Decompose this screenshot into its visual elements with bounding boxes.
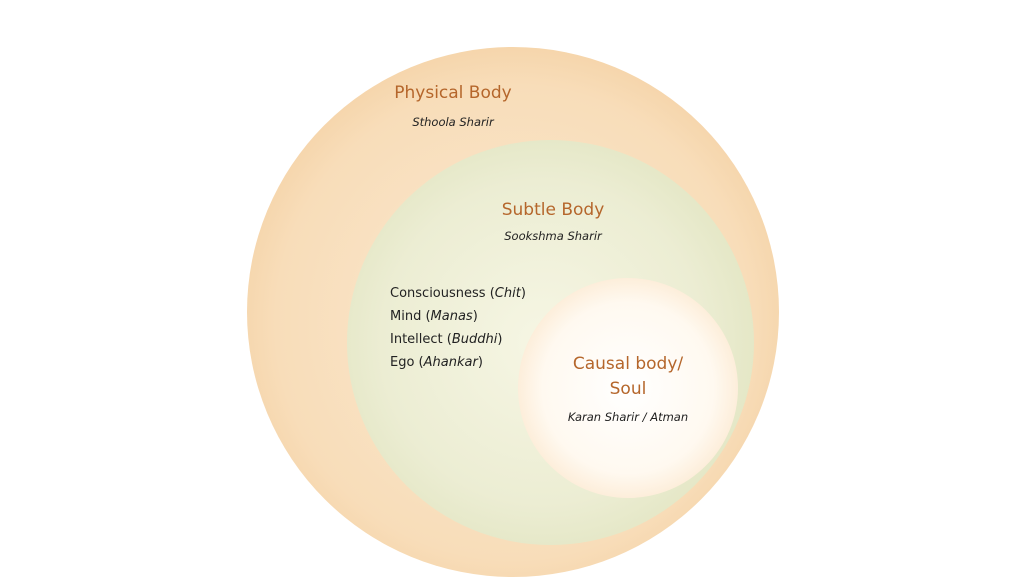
subtle-body-title: Subtle Body bbox=[501, 200, 605, 220]
causal-body-title-line2: Soul bbox=[609, 379, 647, 399]
list-item: Ego (Ahankar) bbox=[390, 355, 483, 370]
subtle-body-subtitle: Sookshma Sharir bbox=[504, 229, 602, 243]
list-item: Intellect (Buddhi) bbox=[390, 332, 503, 347]
causal-body-subtitle: Karan Sharir / Atman bbox=[567, 410, 689, 424]
list-item: Mind (Manas) bbox=[390, 309, 478, 324]
physical-body-subtitle: Sthoola Sharir bbox=[412, 115, 494, 129]
subtle-components-list: Consciousness (Chit) Mind (Manas) Intell… bbox=[390, 282, 526, 374]
causal-body-circle bbox=[518, 278, 738, 498]
causal-body-title-line1: Causal body/ bbox=[572, 354, 684, 374]
physical-body-title: Physical Body bbox=[394, 83, 512, 103]
list-item: Consciousness (Chit) bbox=[390, 286, 526, 301]
